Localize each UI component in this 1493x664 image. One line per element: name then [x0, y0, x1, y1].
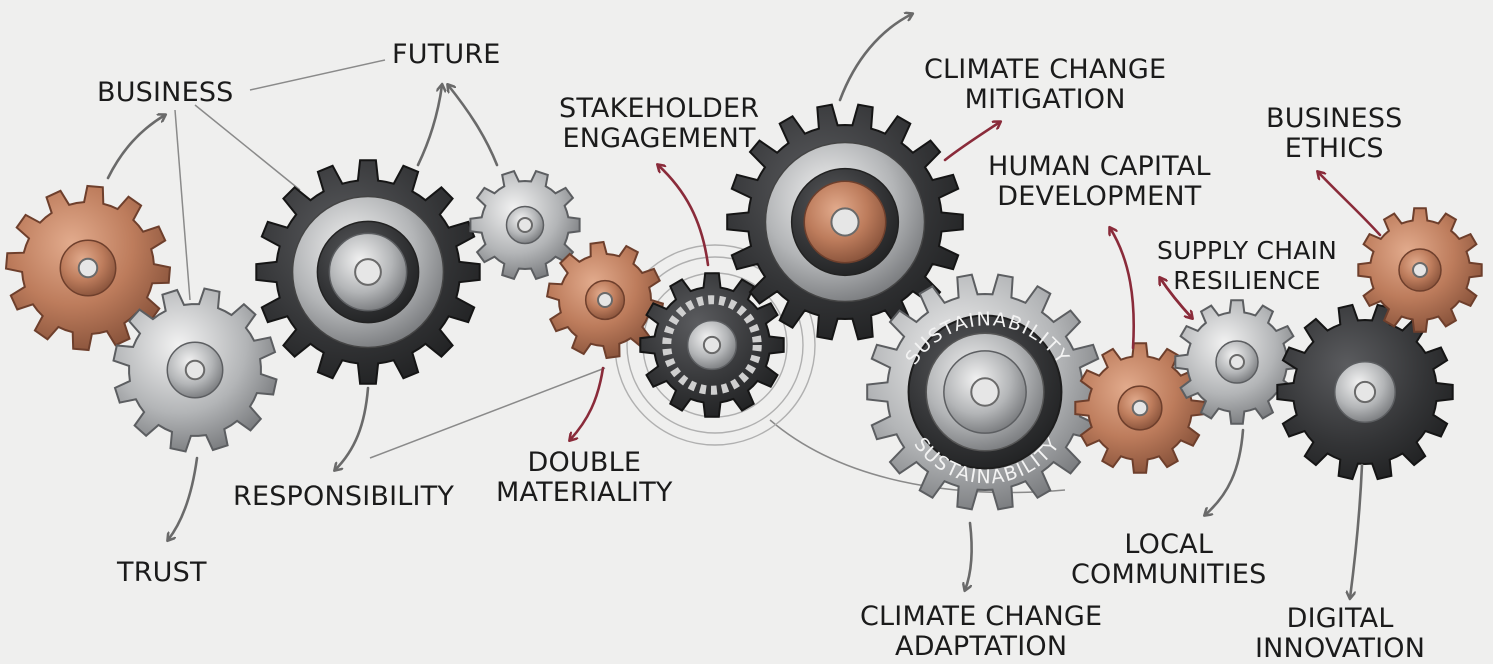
- arrow-to-cca: [965, 521, 973, 590]
- copper-gear-1: [4, 184, 172, 352]
- carbon-gear-1: [255, 159, 481, 385]
- steel-gear-2: [469, 169, 581, 281]
- steel-gear-1: [112, 287, 278, 453]
- arrow-to-responsibility: [335, 386, 370, 470]
- label-trust: TRUST: [117, 557, 207, 588]
- copper-gear-2: [545, 240, 665, 360]
- gears-layer: [4, 103, 1483, 511]
- steel-gear-3: [1174, 299, 1300, 425]
- label-business: BUSINESS: [97, 77, 234, 108]
- arrow-to-business: [106, 115, 165, 180]
- arrow-to-hcd: [1110, 228, 1136, 350]
- arrow-top-right: [838, 14, 912, 102]
- arrow-to-future-2: [448, 85, 499, 167]
- arrow-to-future: [416, 85, 442, 167]
- copper-gear-4: [1357, 207, 1483, 333]
- label-future: FUTURE: [392, 39, 501, 70]
- arrow-to-digital: [1350, 463, 1364, 598]
- red-arrows: [570, 122, 1382, 440]
- copper-gear-3: [1074, 342, 1206, 474]
- connector-lines: [174, 59, 1066, 494]
- carbon-gear-3: [726, 103, 964, 341]
- arrow-to-double-materiality: [570, 366, 605, 440]
- carbon-gear-4: [1276, 303, 1454, 481]
- arrow-to-trust: [168, 456, 199, 540]
- arrow-to-business-ethics: [1318, 172, 1382, 237]
- carbon-gear-2: [639, 272, 785, 418]
- arrow-to-stakeholder: [658, 165, 710, 267]
- arrow-to-ccm: [943, 122, 1000, 162]
- label-responsibility: RESPONSIBILITY: [233, 481, 455, 512]
- arrow-to-local: [1205, 428, 1245, 515]
- gray-arrows: [106, 14, 1364, 598]
- arrow-supply-chain-2: [1158, 276, 1192, 318]
- sustainability-gear: [866, 273, 1104, 511]
